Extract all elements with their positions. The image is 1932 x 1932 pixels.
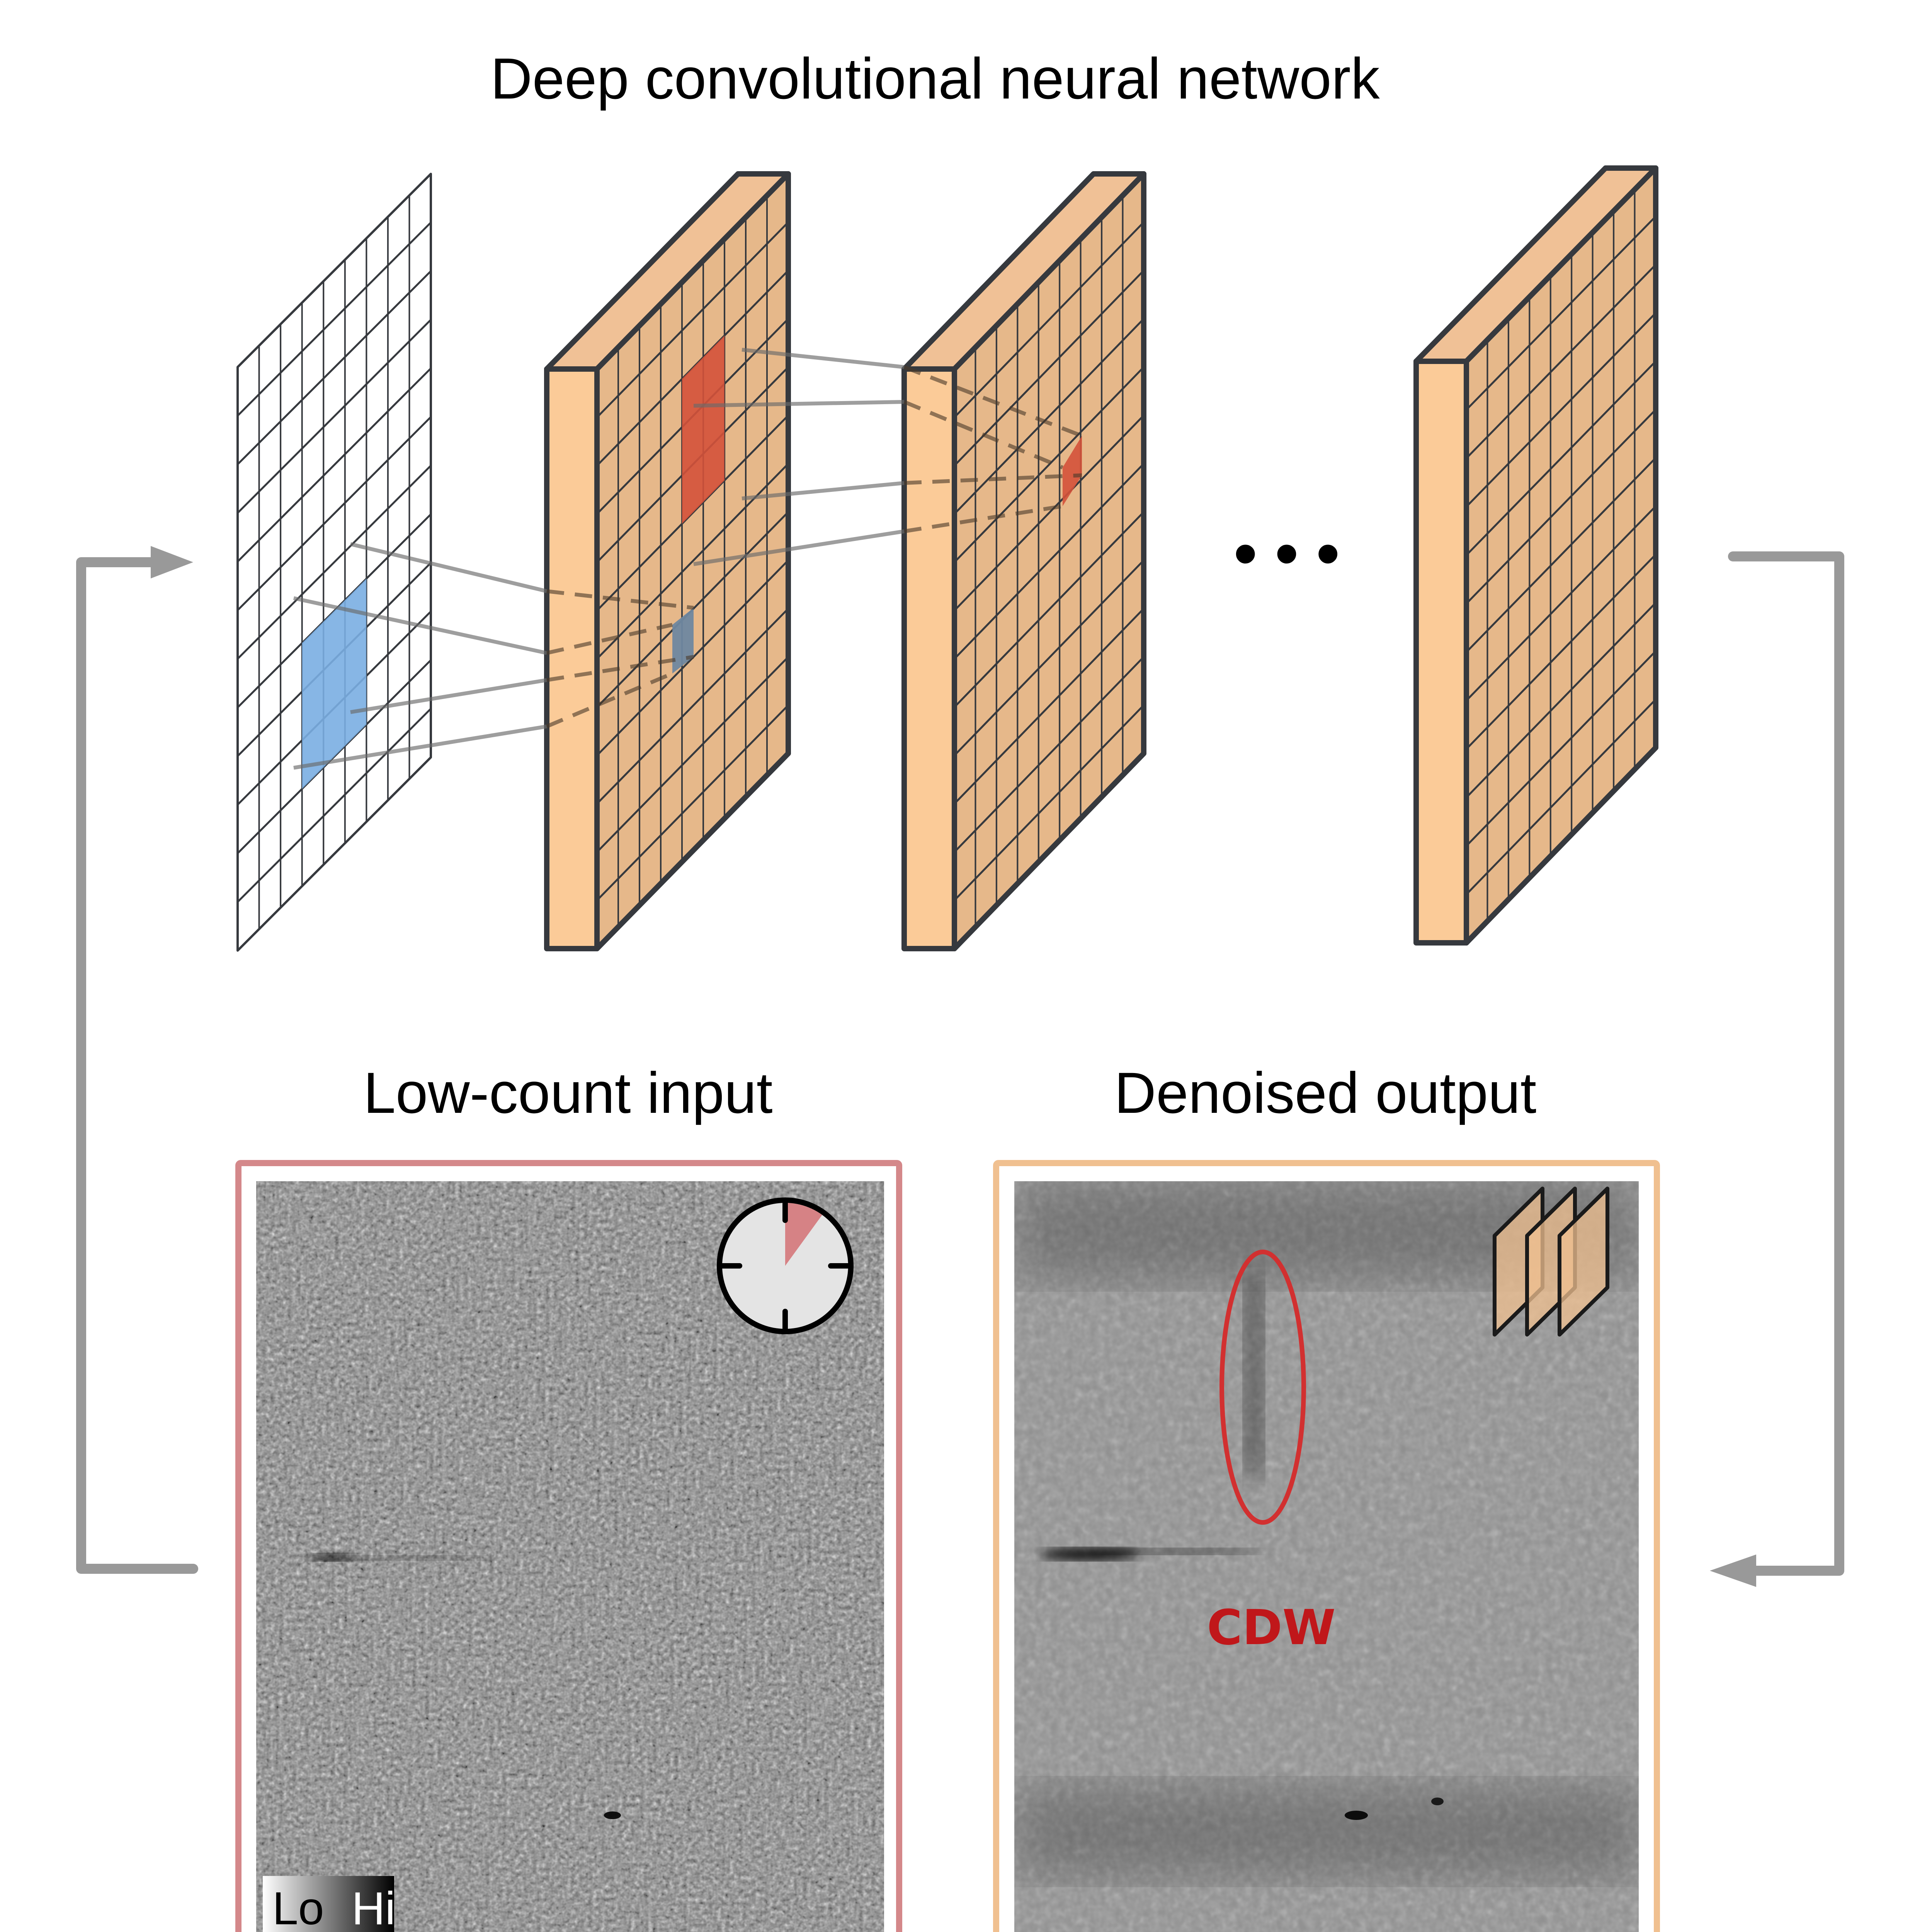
input-receptive-field <box>302 578 367 789</box>
connection-in-2-solid <box>293 596 548 655</box>
layer-side-face <box>901 366 957 951</box>
grid-line <box>237 222 432 417</box>
grid-line <box>1466 361 1656 556</box>
grid-line <box>954 463 1145 660</box>
conv-layer-2 <box>901 171 1146 951</box>
arrowhead-left-icon <box>1710 1554 1756 1587</box>
connection-c1-1-solid <box>742 348 905 369</box>
grid-line <box>1466 554 1656 750</box>
conv-layer-1 <box>544 171 791 951</box>
input-feedback-arrow <box>76 546 198 1574</box>
grid-line <box>596 656 789 853</box>
denoised-title: Denoised output <box>1114 1060 1536 1125</box>
cdw-label: CDW <box>1207 1600 1335 1656</box>
grid-line <box>1466 457 1656 653</box>
arrow-path-right <box>1728 551 1844 1576</box>
grid-line <box>954 318 1145 515</box>
network-title: Deep convolutional neural network <box>490 46 1380 111</box>
connection-in-4-dashed <box>546 672 673 728</box>
connection-in-1-solid <box>350 542 548 593</box>
conv2-target-unit <box>1063 436 1082 506</box>
feature-maps-icon <box>1493 1187 1609 1337</box>
layer-side-face <box>1413 359 1469 946</box>
grid-line <box>954 221 1145 418</box>
grid-line <box>1466 216 1656 411</box>
connection-c1-2-dashed <box>903 400 1063 469</box>
colorbar-gradient <box>263 1876 394 1932</box>
grid-line <box>237 465 432 660</box>
grid-line <box>954 366 1145 563</box>
grid-line <box>954 704 1145 901</box>
output-return-arrow <box>1710 551 1844 1587</box>
grid-line <box>237 708 432 903</box>
connection-in-3-dashed <box>546 655 694 682</box>
cdw-highlight-ellipse <box>1219 1250 1306 1525</box>
arrowhead-right-icon <box>151 546 193 578</box>
connection-c1-4-solid <box>693 529 905 566</box>
conv1-receptive-field <box>682 335 724 524</box>
intensity-colorbar: Lo Hi <box>263 1876 395 1932</box>
grid-line <box>237 416 432 611</box>
grid-line <box>954 608 1145 804</box>
grid-line <box>954 270 1145 466</box>
network-layers <box>236 165 1658 952</box>
colorbar-hi-label: Hi <box>352 1883 395 1932</box>
grid-line <box>954 560 1145 756</box>
grid-line <box>237 367 432 563</box>
low-count-clock-icon <box>717 1197 854 1334</box>
grid-line <box>1466 699 1656 895</box>
connection-c1-2-solid <box>693 400 905 408</box>
grid-line <box>596 221 789 418</box>
grid-line <box>1466 264 1656 459</box>
input-layer-grid <box>236 173 432 952</box>
grid-line <box>237 270 432 465</box>
conv-layer-n <box>1413 165 1658 946</box>
connection-in-2-dashed <box>546 623 673 655</box>
connection-in-4-solid <box>293 724 547 770</box>
grid-line <box>954 511 1145 708</box>
grid-line <box>1466 602 1656 798</box>
grid-line <box>1466 312 1656 507</box>
grid-line <box>596 704 789 901</box>
connection-in-3-solid <box>350 678 547 714</box>
colorbar-lo-label: Lo <box>272 1883 324 1932</box>
connection-c1-3-solid <box>742 481 905 500</box>
grid-line <box>1466 505 1656 701</box>
arrow-path-left <box>76 557 198 1574</box>
connection-c1-1-dashed <box>903 365 1083 438</box>
grid-line <box>1466 650 1656 847</box>
grid-line <box>596 608 789 804</box>
ellipsis-dots: • • • <box>1234 517 1339 590</box>
layer-side-face <box>544 366 600 951</box>
grid-line <box>954 415 1145 611</box>
grid-line <box>237 319 432 514</box>
grid-line <box>1466 409 1656 604</box>
low-count-title: Low-count input <box>363 1060 772 1125</box>
grid-line <box>954 656 1145 853</box>
connection-in-1-dashed <box>546 589 694 610</box>
connection-c1-3-dashed <box>904 473 1082 485</box>
